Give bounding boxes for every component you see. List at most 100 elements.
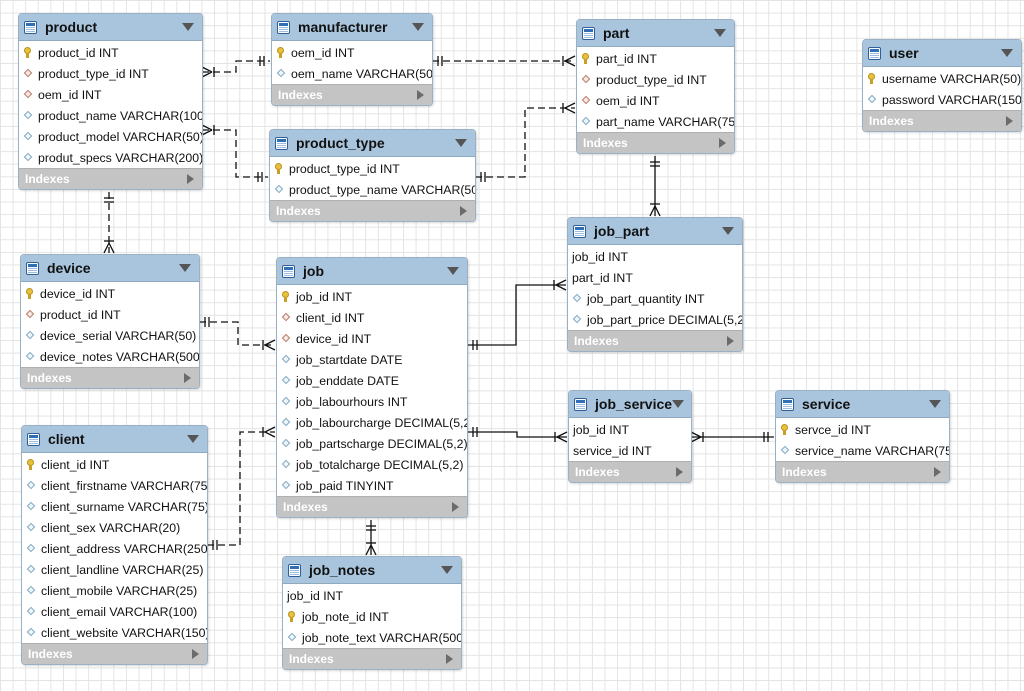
- collapse-arrow-icon[interactable]: [179, 264, 191, 272]
- collapse-arrow-icon[interactable]: [182, 23, 194, 31]
- expand-arrow-icon[interactable]: [417, 90, 424, 100]
- column-row[interactable]: service_id INT: [569, 440, 691, 461]
- column-row[interactable]: part_id INT: [568, 267, 742, 288]
- column-row[interactable]: part_id INT: [577, 48, 734, 69]
- column-row[interactable]: job_id INT: [283, 585, 461, 606]
- column-row[interactable]: client_address VARCHAR(250): [22, 538, 207, 559]
- table-header[interactable]: job_part: [568, 218, 742, 245]
- column-row[interactable]: job_note_text VARCHAR(500): [283, 627, 461, 648]
- collapse-arrow-icon[interactable]: [187, 435, 199, 443]
- indexes-section[interactable]: Indexes: [277, 496, 467, 517]
- column-row[interactable]: oem_name VARCHAR(50): [272, 63, 432, 84]
- table-header[interactable]: part: [577, 20, 734, 47]
- column-row[interactable]: oem_id INT: [272, 42, 432, 63]
- expand-arrow-icon[interactable]: [1006, 116, 1013, 126]
- column-row[interactable]: product_id INT: [19, 42, 202, 63]
- column-row[interactable]: job_note_id INT: [283, 606, 461, 627]
- column-row[interactable]: client_email VARCHAR(100): [22, 601, 207, 622]
- indexes-section[interactable]: Indexes: [21, 367, 199, 388]
- column-row[interactable]: job_labourhours INT: [277, 391, 467, 412]
- column-row[interactable]: client_surname VARCHAR(75): [22, 496, 207, 517]
- column-row[interactable]: product_type_name VARCHAR(50): [270, 179, 475, 200]
- column-row[interactable]: username VARCHAR(50): [863, 68, 1021, 89]
- column-row[interactable]: part_name VARCHAR(75): [577, 111, 734, 132]
- column-row[interactable]: job_part_quantity INT: [568, 288, 742, 309]
- collapse-arrow-icon[interactable]: [441, 566, 453, 574]
- column-row[interactable]: client_landline VARCHAR(25): [22, 559, 207, 580]
- collapse-arrow-icon[interactable]: [447, 267, 459, 275]
- table-header[interactable]: product_type: [270, 130, 475, 157]
- column-row[interactable]: device_id INT: [21, 283, 199, 304]
- table-header[interactable]: service: [776, 391, 949, 418]
- column-row[interactable]: servce_id INT: [776, 419, 949, 440]
- indexes-section[interactable]: Indexes: [577, 132, 734, 153]
- table-header[interactable]: product: [19, 14, 202, 41]
- expand-arrow-icon[interactable]: [446, 654, 453, 664]
- table-header[interactable]: device: [21, 255, 199, 282]
- column-row[interactable]: product_id INT: [21, 304, 199, 325]
- column-row[interactable]: job_paid TINYINT: [277, 475, 467, 496]
- indexes-section[interactable]: Indexes: [568, 330, 742, 351]
- table-header[interactable]: job_service: [569, 391, 691, 418]
- column-row[interactable]: produt_specs VARCHAR(200): [19, 147, 202, 168]
- table-header[interactable]: user: [863, 40, 1021, 67]
- table-header[interactable]: client: [22, 426, 207, 453]
- indexes-section[interactable]: Indexes: [270, 200, 475, 221]
- column-row[interactable]: oem_id INT: [577, 90, 734, 111]
- collapse-arrow-icon[interactable]: [929, 400, 941, 408]
- column-row[interactable]: client_id INT: [22, 454, 207, 475]
- column-row[interactable]: client_id INT: [277, 307, 467, 328]
- expand-arrow-icon[interactable]: [676, 467, 683, 477]
- expand-arrow-icon[interactable]: [460, 206, 467, 216]
- column-row[interactable]: password VARCHAR(150): [863, 89, 1021, 110]
- indexes-section[interactable]: Indexes: [22, 643, 207, 664]
- indexes-section[interactable]: Indexes: [863, 110, 1021, 131]
- column-row[interactable]: product_model VARCHAR(50): [19, 126, 202, 147]
- expand-arrow-icon[interactable]: [727, 336, 734, 346]
- column-row[interactable]: service_name VARCHAR(75): [776, 440, 949, 461]
- indexes-section[interactable]: Indexes: [569, 461, 691, 482]
- column-row[interactable]: product_type_id INT: [19, 63, 202, 84]
- indexes-section[interactable]: Indexes: [283, 648, 461, 669]
- column-row[interactable]: job_labourcharge DECIMAL(5,2): [277, 412, 467, 433]
- column-row[interactable]: product_name VARCHAR(100): [19, 105, 202, 126]
- indexes-section[interactable]: Indexes: [272, 84, 432, 105]
- column-row[interactable]: device_notes VARCHAR(500): [21, 346, 199, 367]
- expand-arrow-icon[interactable]: [187, 174, 194, 184]
- column-row[interactable]: client_firstname VARCHAR(75): [22, 475, 207, 496]
- collapse-arrow-icon[interactable]: [722, 227, 734, 235]
- column-row[interactable]: job_id INT: [569, 419, 691, 440]
- column-row[interactable]: product_type_id INT: [577, 69, 734, 90]
- indexes-section[interactable]: Indexes: [776, 461, 949, 482]
- table-header[interactable]: job_notes: [283, 557, 461, 584]
- column-row[interactable]: job_enddate DATE: [277, 370, 467, 391]
- column-row[interactable]: job_partscharge DECIMAL(5,2): [277, 433, 467, 454]
- column-row[interactable]: device_serial VARCHAR(50): [21, 325, 199, 346]
- column-row[interactable]: job_id INT: [277, 286, 467, 307]
- expand-arrow-icon[interactable]: [719, 138, 726, 148]
- column-row[interactable]: job_totalcharge DECIMAL(5,2): [277, 454, 467, 475]
- expand-arrow-icon[interactable]: [934, 467, 941, 477]
- collapse-arrow-icon[interactable]: [1001, 49, 1013, 57]
- expand-arrow-icon[interactable]: [192, 649, 199, 659]
- column-row[interactable]: client_website VARCHAR(150): [22, 622, 207, 643]
- indexes-section[interactable]: Indexes: [19, 168, 202, 189]
- table-header[interactable]: job: [277, 258, 467, 285]
- collapse-arrow-icon[interactable]: [672, 400, 685, 408]
- expand-arrow-icon[interactable]: [452, 502, 459, 512]
- column-row[interactable]: job_id INT: [568, 246, 742, 267]
- collapse-arrow-icon[interactable]: [412, 23, 424, 31]
- collapse-arrow-icon[interactable]: [455, 139, 467, 147]
- table-header[interactable]: manufacturer: [272, 14, 432, 41]
- column-row[interactable]: oem_id INT: [19, 84, 202, 105]
